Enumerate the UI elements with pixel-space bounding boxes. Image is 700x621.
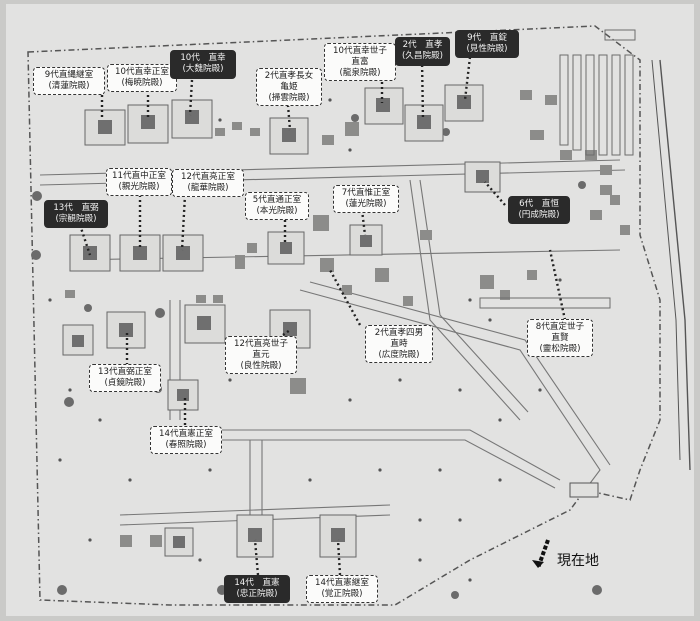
label-line: 6代 直恒 — [519, 199, 559, 209]
label-10-naoyuki-seishitsu: 10代直幸正室 (梅暁院殿) — [107, 64, 177, 92]
label-14-naonori-keishitsu: 14代直憲継室 (覚正院殿) — [306, 575, 378, 603]
paths — [39, 159, 626, 526]
leader-lines — [78, 56, 567, 576]
label-line: 14代直憲継室 — [315, 578, 369, 588]
label-11-naonaka-seishitsu: 11代直中正室 (親光院殿) — [106, 168, 172, 196]
label-line: 12代直亮正室 — [181, 172, 235, 182]
label-2-naotaka-4th-son: 2代直孝四男 直時 (広度院殿) — [365, 325, 433, 363]
gate — [569, 482, 599, 498]
map-paper — [6, 4, 694, 616]
label-line: 13代直弼正室 — [98, 367, 152, 377]
label-line: 10代直幸世子 — [333, 46, 387, 56]
label-line: (覚正院殿) — [321, 589, 363, 599]
label-line: (貞鏡院殿) — [104, 378, 146, 388]
label-line: (本光院殿) — [256, 206, 298, 216]
label-5-naomichi-seishitsu: 5代直通正室 (本光院殿) — [245, 192, 309, 220]
label-line: (梅暁院殿) — [121, 78, 163, 88]
small-blocks — [65, 90, 630, 547]
label-2-naotaka: 2代 直孝 (久昌院殿) — [395, 37, 450, 66]
label-8-naosada-heir: 8代直定世子 直賢 (靈松院殿) — [527, 319, 593, 357]
label-line: (円成院殿) — [518, 210, 560, 220]
label-line: (靈松院殿) — [539, 344, 581, 354]
label-line: 9代 直錠 — [467, 33, 507, 43]
label-14-naonori-seishitsu: 14代直憲正室 (春照院殿) — [150, 426, 222, 454]
label-line: (忠正院殿) — [236, 589, 278, 599]
label-line: 10代 直幸 — [180, 53, 226, 63]
label-line: 10代直幸正室 — [115, 67, 169, 77]
label-line: (春照院殿) — [165, 440, 207, 450]
label-line: (見性院殿) — [466, 44, 508, 54]
label-line: 2代直孝四男 — [374, 328, 424, 338]
label-line: 亀姫 — [280, 82, 298, 92]
label-line: 直時 — [390, 339, 408, 349]
label-line: (大魏院殿) — [182, 64, 224, 74]
tomb-stones — [72, 95, 489, 548]
label-12-naoaki-heir: 12代直亮世子 直元 (良性院殿) — [225, 336, 297, 374]
label-line: (龍泉院殿) — [339, 68, 381, 78]
label-line: 8代直定世子 — [535, 322, 585, 332]
cemetery-boundary — [27, 25, 661, 606]
label-line: (親光院殿) — [118, 182, 160, 192]
label-line: 5代直通正室 — [252, 195, 302, 205]
label-10-naoyuki: 10代 直幸 (大魏院殿) — [170, 50, 236, 79]
label-2-naotaka-daughter: 2代直孝長女 亀姫 (掃雲院殿) — [256, 68, 322, 106]
label-line: 7代直惟正室 — [341, 188, 391, 198]
label-14-naonori: 14代 直憲 (忠正院殿) — [224, 575, 290, 603]
label-line: (龍華院殿) — [187, 183, 229, 193]
label-6-naotsune: 6代 直恒 (円成院殿) — [508, 196, 570, 224]
label-line: 12代直亮世子 — [234, 339, 288, 349]
label-line: 14代直憲正室 — [159, 429, 213, 439]
label-line: 直賢 — [551, 333, 569, 343]
label-line: (宗観院殿) — [55, 214, 97, 224]
label-10-naoyuki-heir: 10代直幸世子 直富 (龍泉院殿) — [324, 43, 396, 81]
label-line: 13代 直弼 — [53, 203, 99, 213]
label-line: 直元 — [252, 350, 270, 360]
label-9-naoakira-keishitsu: 9代直縄継室 (清蓮院殿) — [33, 67, 105, 95]
label-line: (久昌院殿) — [401, 51, 444, 61]
label-line: 14代 直憲 — [234, 578, 280, 588]
label-line: 2代 直孝 — [402, 40, 443, 50]
label-13-naohiro: 13代 直弼 (宗観院殿) — [44, 200, 108, 228]
ne-rows — [479, 29, 636, 309]
right-wall-inner — [651, 59, 681, 461]
label-line: (良性院殿) — [240, 361, 282, 371]
label-line: (蓮光院殿) — [345, 199, 387, 209]
label-line: (掃雲院殿) — [268, 93, 310, 103]
label-12-naoaki-seishitsu: 12代直亮正室 (龍華院殿) — [172, 169, 244, 197]
label-line: 直富 — [351, 57, 369, 67]
label-line: (広度院殿) — [378, 350, 420, 360]
label-line: 2代直孝長女 — [264, 71, 314, 81]
current-location-label: 現在地 — [557, 553, 599, 569]
label-line: 11代直中正室 — [112, 171, 166, 181]
label-line: 9代直縄継室 — [44, 70, 94, 80]
label-7-naonobu-seishitsu: 7代直惟正室 (蓮光院殿) — [333, 185, 399, 213]
current-location-arrowhead — [532, 560, 544, 568]
right-wall — [659, 59, 691, 471]
label-13-naosuke-seishitsu: 13代直弼正室 (貞鏡院殿) — [89, 364, 161, 392]
label-9-naohide: 9代 直錠 (見性院殿) — [455, 30, 519, 58]
label-line: (清蓮院殿) — [48, 81, 90, 91]
